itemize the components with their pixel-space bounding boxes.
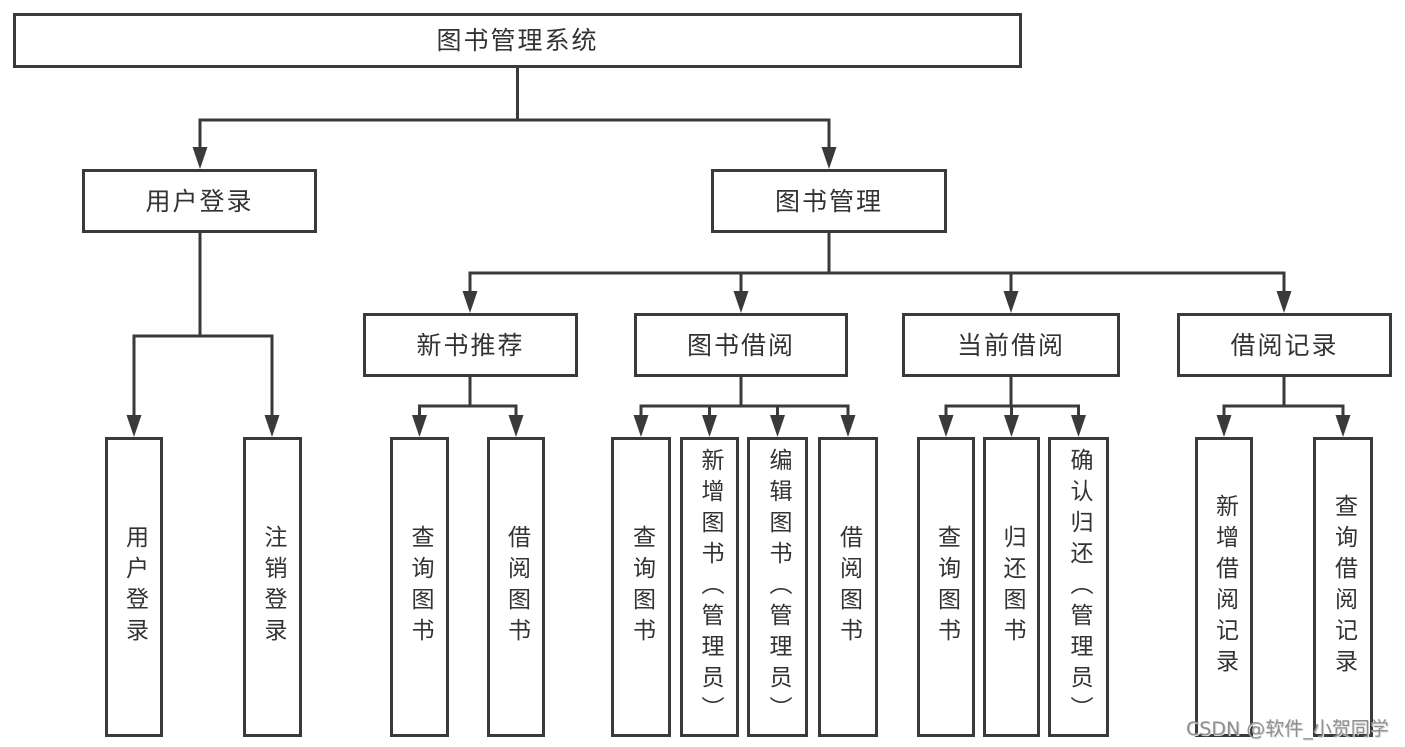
leaf-bb-query-books-label: 查询图书 xyxy=(628,525,655,649)
arrow-down-icon xyxy=(192,147,208,169)
arrow-down-icon xyxy=(508,415,524,437)
node-root: 图书管理系统 xyxy=(13,13,1022,68)
arrow-down-icon xyxy=(462,291,478,313)
arrow-down-icon xyxy=(1216,415,1232,437)
leaf-nb-borrow-books-label: 借阅图书 xyxy=(503,525,530,649)
arrow-down-icon xyxy=(1335,415,1351,437)
csdn-watermark: CSDN @软件_小贺同学 xyxy=(1186,718,1389,740)
leaf-cb-return-books: 归还图书 xyxy=(983,437,1040,737)
leaf-cb-query-books: 查询图书 xyxy=(917,437,975,737)
leaf-cb-confirm-return-admin-label: 确认归还（管理员） xyxy=(1066,447,1092,727)
arrow-down-icon xyxy=(1276,291,1292,313)
leaf-logout: 注销登录 xyxy=(243,437,302,737)
arrow-down-icon xyxy=(126,415,142,437)
arrow-down-icon xyxy=(1004,415,1019,437)
leaf-cb-return-books-label: 归还图书 xyxy=(999,525,1025,649)
leaf-logout-label: 注销登录 xyxy=(260,525,286,649)
leaf-br-query-record-label: 查询借阅记录 xyxy=(1330,494,1357,680)
leaf-cb-query-books-label: 查询图书 xyxy=(933,525,960,649)
arrow-down-icon xyxy=(702,415,717,437)
leaf-br-query-record: 查询借阅记录 xyxy=(1313,437,1373,737)
node-book-borrowing: 图书借阅 xyxy=(634,313,848,377)
arrow-down-icon xyxy=(1071,415,1086,437)
node-borrowing-records-label: 借阅记录 xyxy=(1230,330,1339,360)
arrow-down-icon xyxy=(264,415,280,437)
node-user-login: 用户登录 xyxy=(82,169,317,233)
arrow-down-icon xyxy=(733,291,749,313)
arrow-down-icon xyxy=(633,415,649,437)
leaf-nb-query-books-label: 查询图书 xyxy=(407,525,433,649)
leaf-bb-borrow-books: 借阅图书 xyxy=(818,437,878,737)
node-root-label: 图书管理系统 xyxy=(436,26,599,55)
arrow-down-icon xyxy=(821,147,837,169)
leaf-bb-add-books-admin: 新增图书（管理员） xyxy=(680,437,739,737)
leaf-nb-borrow-books: 借阅图书 xyxy=(487,437,545,737)
leaf-br-add-record: 新增借阅记录 xyxy=(1195,437,1253,737)
node-user-login-label: 用户登录 xyxy=(145,186,254,216)
leaf-user-login-label: 用户登录 xyxy=(121,525,148,649)
arrow-down-icon xyxy=(938,415,954,437)
leaf-bb-add-books-admin-label: 新增图书（管理员） xyxy=(697,447,723,727)
node-borrowing-records: 借阅记录 xyxy=(1177,313,1392,377)
leaf-br-add-record-label: 新增借阅记录 xyxy=(1211,494,1238,680)
node-book-borrowing-label: 图书借阅 xyxy=(686,330,795,360)
arrow-down-icon xyxy=(1003,291,1019,313)
node-new-book-recommend-label: 新书推荐 xyxy=(416,330,525,360)
leaf-bb-query-books: 查询图书 xyxy=(611,437,671,737)
node-current-borrowing-label: 当前借阅 xyxy=(956,330,1065,360)
leaf-user-login: 用户登录 xyxy=(105,437,163,737)
node-book-management: 图书管理 xyxy=(711,169,947,233)
node-book-management-label: 图书管理 xyxy=(774,186,883,216)
arrow-down-icon xyxy=(412,415,427,437)
leaf-bb-edit-books-admin-label: 编辑图书（管理员） xyxy=(765,447,791,727)
leaf-bb-edit-books-admin: 编辑图书（管理员） xyxy=(747,437,808,737)
leaf-bb-borrow-books-label: 借阅图书 xyxy=(835,525,862,649)
leaf-nb-query-books: 查询图书 xyxy=(390,437,449,737)
leaf-cb-confirm-return-admin: 确认归还（管理员） xyxy=(1048,437,1109,737)
node-new-book-recommend: 新书推荐 xyxy=(363,313,578,377)
node-current-borrowing: 当前借阅 xyxy=(902,313,1120,377)
arrow-down-icon xyxy=(770,415,785,437)
arrow-down-icon xyxy=(840,415,856,437)
